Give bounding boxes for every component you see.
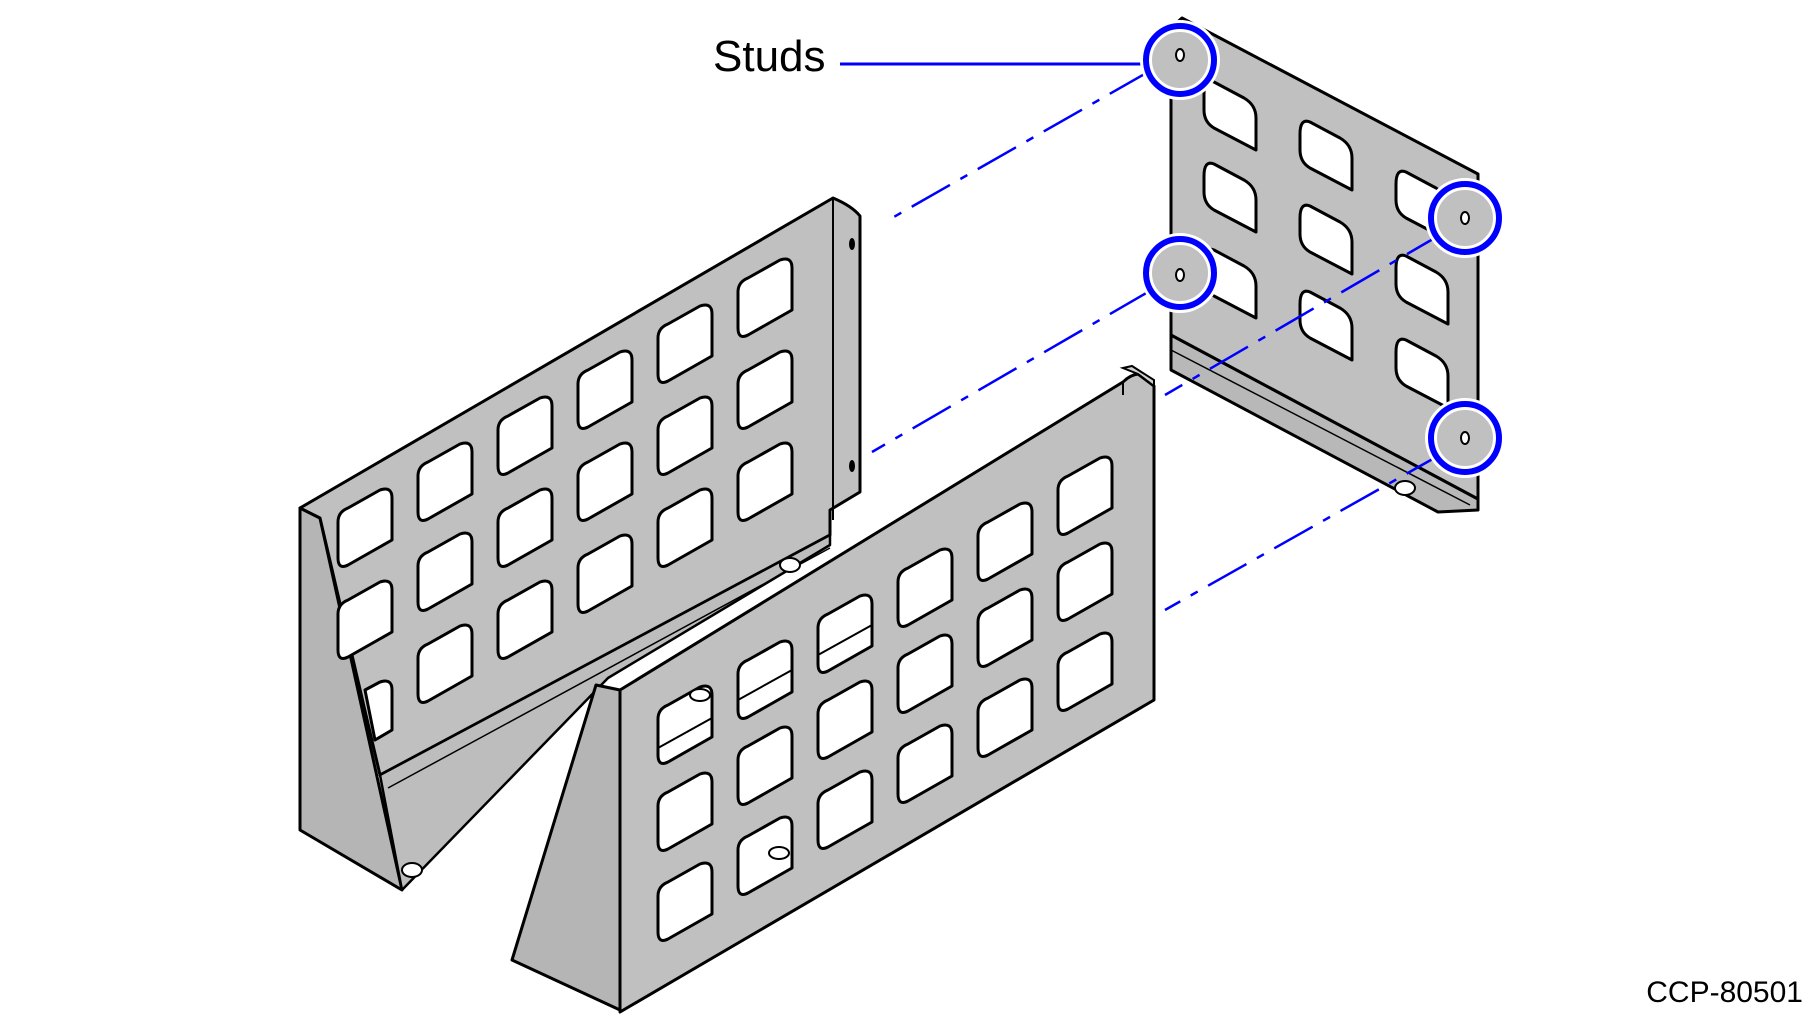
left-bracket-windows bbox=[336, 257, 794, 742]
studs-label: Studs bbox=[713, 32, 826, 81]
stud-circle-icon bbox=[1140, 233, 1220, 313]
stud-circle-icon bbox=[1425, 398, 1505, 478]
right-bracket-hole bbox=[1394, 480, 1416, 496]
front-bracket bbox=[510, 364, 1156, 1014]
left-bracket-hole bbox=[779, 557, 801, 573]
front-bracket-inner-edges bbox=[657, 624, 873, 749]
front-bracket-hole bbox=[689, 688, 711, 702]
stud-callouts bbox=[840, 20, 1505, 478]
front-bracket-windows bbox=[656, 455, 1114, 942]
stud-circle-icon bbox=[1140, 20, 1220, 100]
left-bracket bbox=[298, 196, 862, 892]
alignment-lines bbox=[871, 70, 1446, 612]
stud-circle-icon bbox=[1425, 178, 1505, 258]
figure-id: CCP-80501 bbox=[1646, 976, 1803, 1009]
